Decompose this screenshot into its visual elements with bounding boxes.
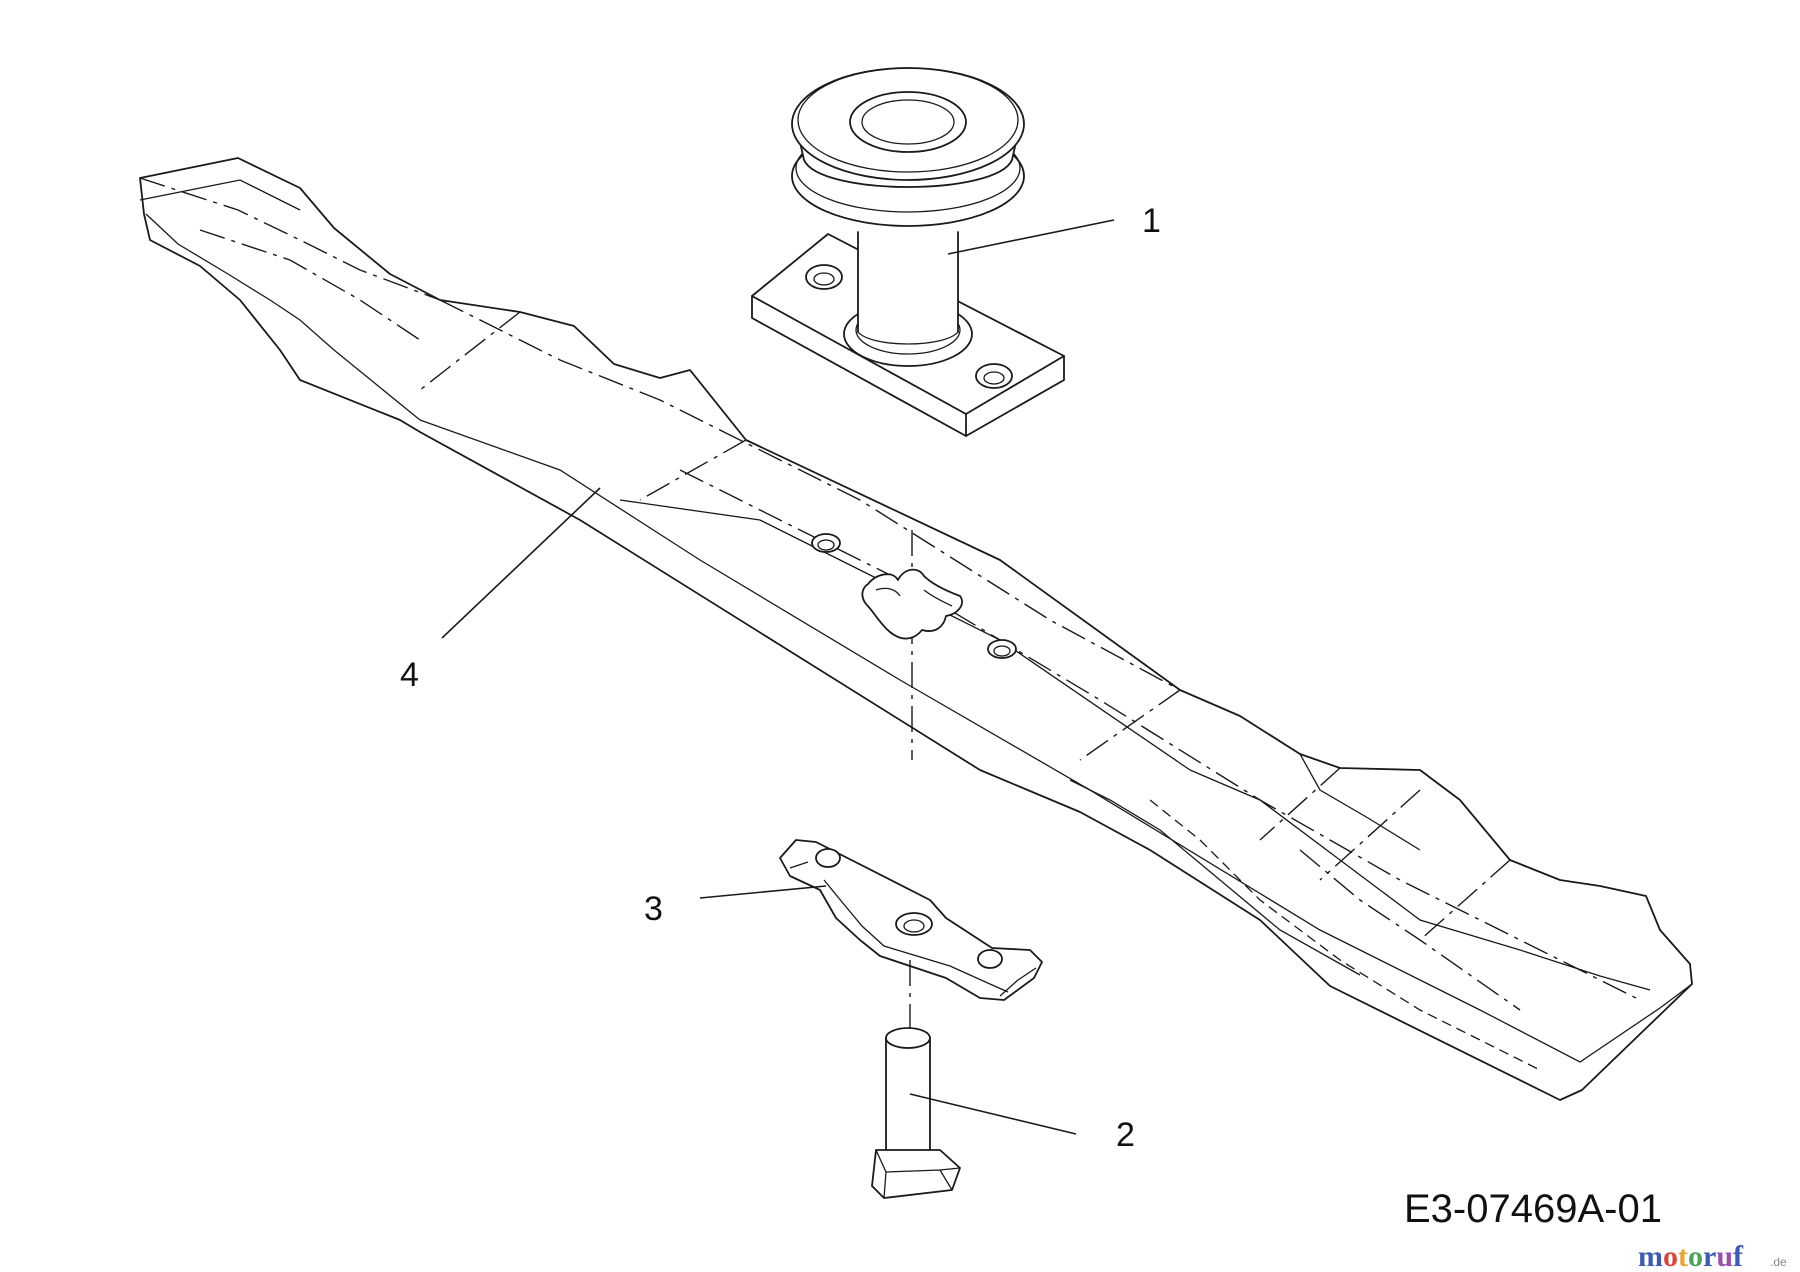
- leader-part-2: [909, 1093, 1077, 1135]
- mower-blade: [139, 157, 1693, 1101]
- watermark-letter: o: [1688, 1240, 1703, 1272]
- callout-part-1: 1: [1142, 202, 1161, 240]
- callout-part-2: 2: [1116, 1116, 1135, 1154]
- watermark-letter: r: [1703, 1240, 1716, 1272]
- hex-bolt: [871, 1027, 961, 1199]
- watermark-letter: t: [1678, 1240, 1688, 1272]
- watermark-letter: m: [1638, 1240, 1663, 1272]
- motoruf-watermark: motoruf .de: [1638, 1240, 1787, 1272]
- callout-part-3: 3: [644, 890, 663, 928]
- watermark-tld: .de: [1770, 1255, 1787, 1269]
- watermark-letter: f: [1733, 1240, 1744, 1272]
- leader-part-4: [441, 487, 601, 639]
- drawing-code: E3-07469A-01: [1404, 1187, 1662, 1231]
- leader-part-1: [947, 219, 1115, 255]
- leader-part-3: [699, 885, 827, 899]
- watermark-brand: motoruf: [1638, 1240, 1744, 1272]
- watermark-letter: o: [1663, 1240, 1678, 1272]
- spindle-assembly: [751, 67, 1065, 437]
- watermark-letter: u: [1716, 1240, 1733, 1272]
- leader-lines: [441, 219, 1115, 1135]
- callout-part-4: 4: [400, 656, 419, 694]
- blade-adapter: [779, 839, 1043, 1040]
